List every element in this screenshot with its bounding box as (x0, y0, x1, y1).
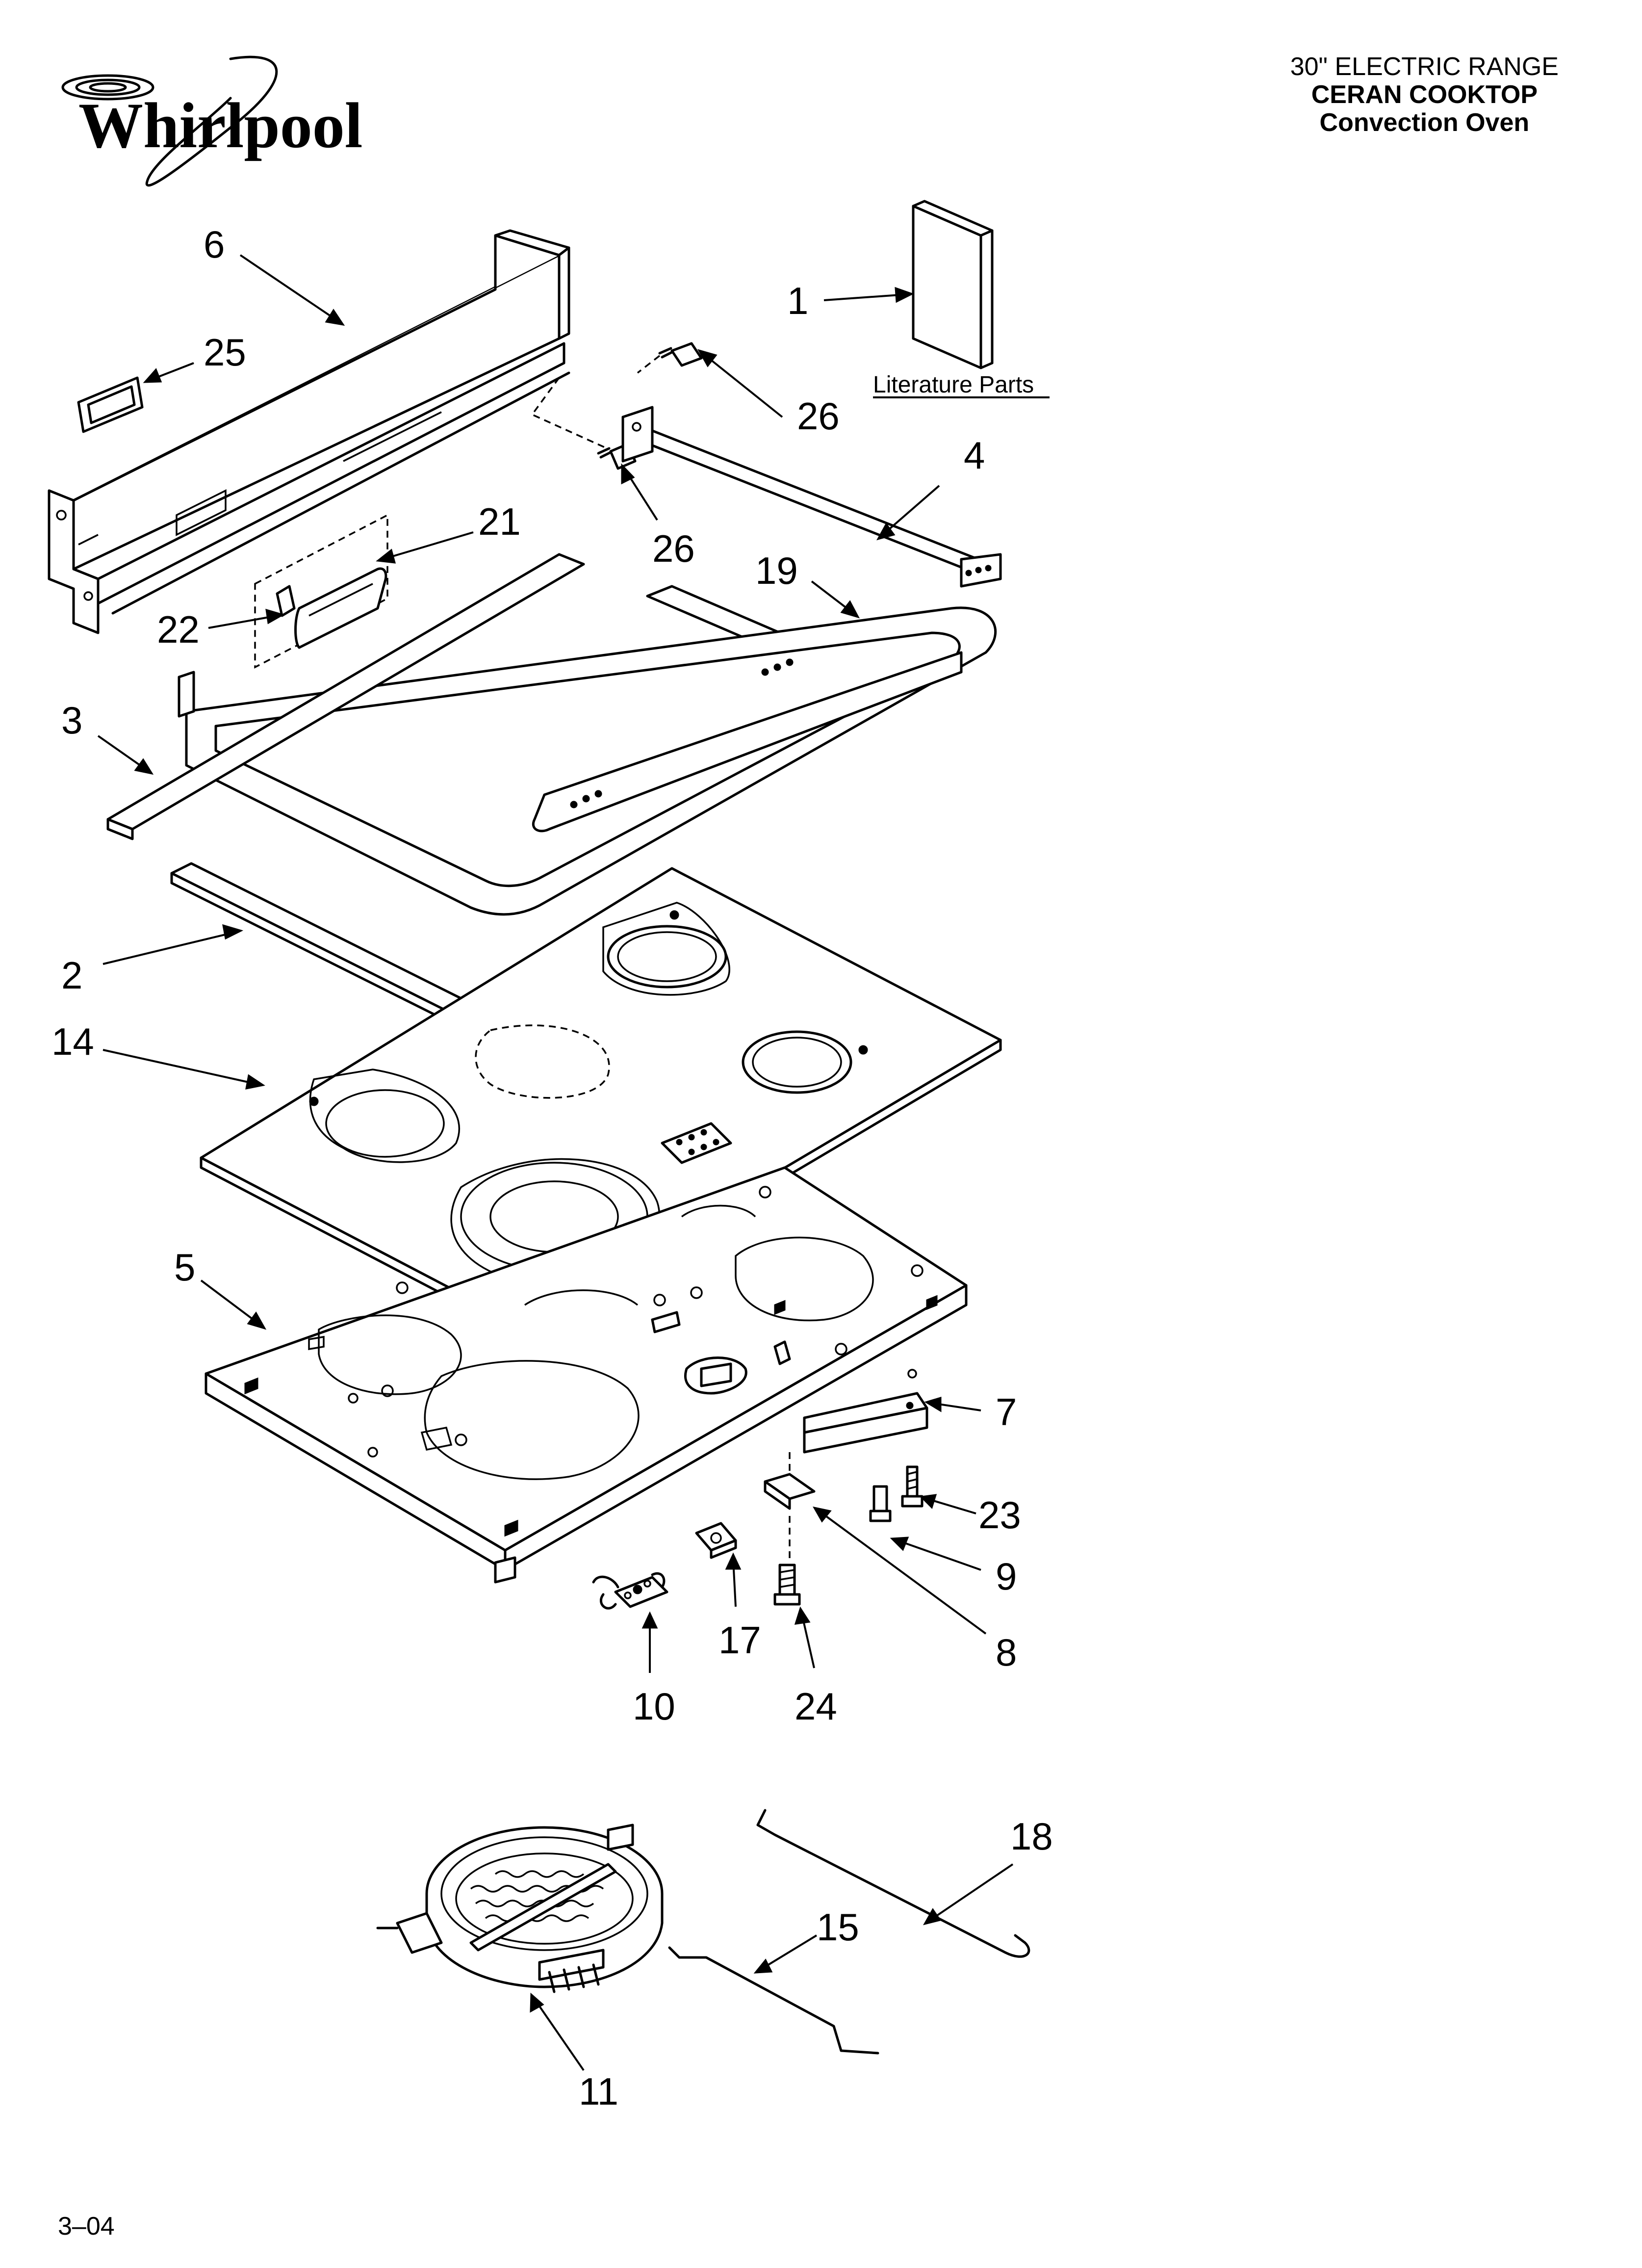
callout-26-upper: 26 (797, 394, 840, 438)
callout-5: 5 (174, 1246, 195, 1289)
callout-23: 23 (978, 1493, 1021, 1537)
callout-11: 11 (579, 2070, 618, 2113)
callout-15: 15 (817, 1905, 859, 1949)
callout-22: 22 (157, 608, 200, 651)
part-badge (77, 376, 144, 433)
logo-wordmark: Whirlpool (78, 89, 362, 161)
part-radiant-element (376, 1824, 664, 1993)
callout-17: 17 (718, 1618, 761, 1662)
header-cooktop-type: CERAN COOKTOP (1311, 80, 1538, 109)
part-small-hardware (592, 1452, 924, 1610)
header-product-line: 30" ELECTRIC RANGE (1290, 52, 1559, 81)
whirlpool-logo: Whirlpool (61, 55, 362, 187)
part-main-top (205, 1166, 968, 1584)
callout-4: 4 (964, 434, 985, 477)
callout-26-lower: 26 (652, 527, 695, 570)
callout-9: 9 (996, 1555, 1017, 1598)
part-backguard (48, 229, 570, 634)
part-cooktop-frame (178, 606, 997, 916)
callout-25: 25 (204, 331, 246, 374)
callout-24: 24 (795, 1685, 837, 1728)
callout-2: 2 (61, 954, 82, 997)
literature-parts-label: Literature Parts (873, 372, 1034, 398)
callout-19: 19 (755, 549, 798, 592)
callout-1: 1 (787, 279, 808, 322)
callout-18: 18 (1010, 1815, 1053, 1858)
callout-21: 21 (478, 500, 521, 543)
callout-8: 8 (996, 1631, 1017, 1674)
arrowheads (134, 287, 942, 2013)
callout-6: 6 (204, 223, 225, 266)
part-side-strip (106, 553, 585, 840)
callout-7: 7 (996, 1390, 1017, 1434)
part-wires (668, 1809, 1030, 2055)
callout-numbers: 6 1 Literature Parts 25 26 26 4 21 19 22… (51, 223, 1053, 2113)
header-oven-type: Convection Oven (1319, 108, 1530, 137)
page-code: 3–04 (58, 2212, 115, 2241)
callout-10: 10 (633, 1685, 675, 1728)
part-literature (873, 200, 1050, 398)
part-side-rail (621, 406, 1002, 588)
callout-3: 3 (61, 699, 82, 742)
part-bracket (803, 1392, 928, 1454)
part-cover-group (254, 514, 388, 669)
page-header: 30" ELECTRIC RANGE CERAN COOKTOP Convect… (1290, 52, 1559, 137)
callout-14: 14 (51, 1020, 94, 1063)
